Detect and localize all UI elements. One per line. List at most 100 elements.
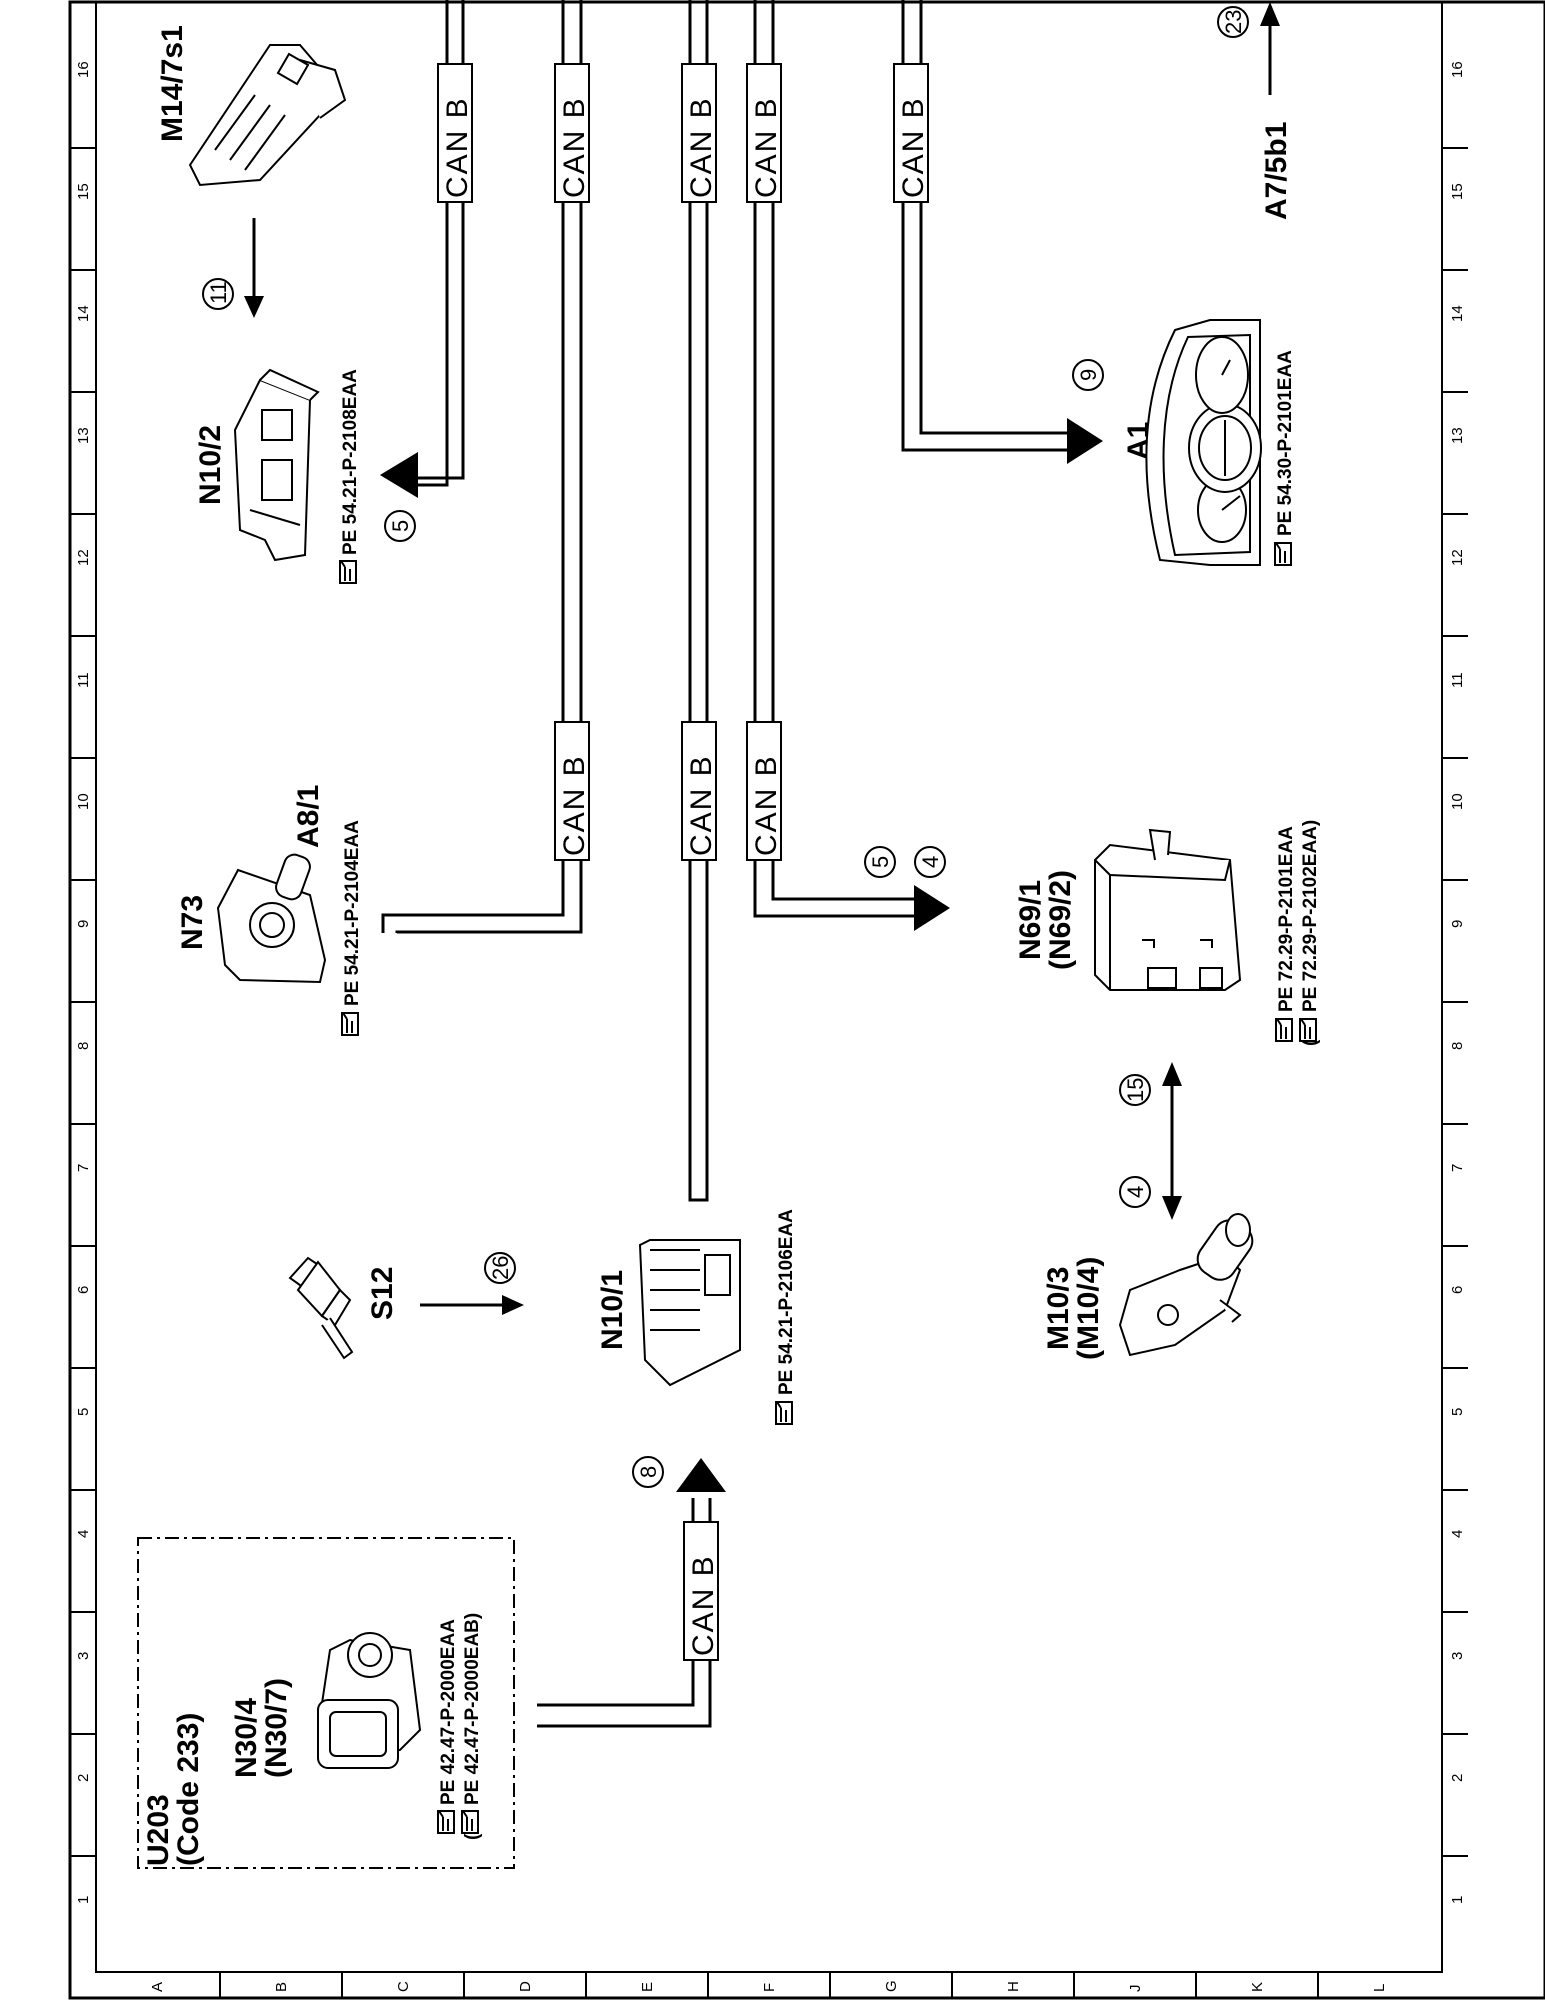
n10-1-label: N10/1	[596, 1270, 629, 1350]
svg-text:PE 42.47-P-2000EAA: PE 42.47-P-2000EAA	[438, 1619, 459, 1805]
svg-text:2: 2	[1449, 1774, 1466, 1782]
svg-text:23: 23	[1221, 10, 1246, 34]
svg-text:PE 54.30-P-2101EAA: PE 54.30-P-2101EAA	[1275, 350, 1296, 536]
svg-text:16: 16	[1449, 61, 1466, 78]
arrow-to-n10-1	[676, 1458, 726, 1492]
arrow-to-a1	[1067, 418, 1103, 464]
can-b-label: CAN B	[554, 721, 591, 861]
can-b-label: CAN B	[893, 63, 930, 203]
svg-text:2: 2	[75, 1774, 92, 1782]
svg-text:8: 8	[75, 1042, 92, 1050]
m14-7s1-label: M14/7s1	[156, 25, 189, 142]
svg-text:5: 5	[75, 1408, 92, 1416]
n30-4-label: N30/4	[230, 1698, 263, 1778]
svg-text:4: 4	[918, 856, 943, 868]
grid-ticks	[70, 147, 1468, 1998]
a7-5b1-component: A7/5b1 23	[1217, 2, 1293, 220]
n30-7-label: (N30/7)	[260, 1678, 293, 1778]
svg-text:K: K	[1249, 1982, 1266, 1992]
svg-text:L: L	[1371, 1984, 1388, 1992]
abs-unit-icon	[316, 1632, 422, 1769]
svg-text:C: C	[395, 1981, 412, 1992]
svg-text:CAN B: CAN B	[687, 1554, 720, 1656]
m14-7s1-component: M14/7s1	[156, 25, 347, 187]
arrow-to-n69-1	[914, 885, 950, 931]
can-b-label: CAN B	[746, 721, 783, 861]
svg-text:10: 10	[75, 793, 92, 810]
arrow-to-n10-2	[380, 452, 418, 498]
can-b-label: CAN B	[681, 721, 718, 861]
svg-text:9: 9	[1076, 369, 1101, 381]
control-module-icon	[638, 1239, 741, 1387]
instrument-cluster-icon	[1145, 319, 1262, 566]
ignition-switch-icon	[216, 853, 327, 984]
svg-text:PE 54.21-P-2106EAA: PE 54.21-P-2106EAA	[776, 1209, 797, 1395]
svg-text:H: H	[1005, 1981, 1022, 1992]
a1-component: A1 9 PE 54.30-P-2101EAA	[1072, 319, 1296, 566]
grid-column-labels-right: 1 2 3 4 5 6 7 8 9 10 11 12 13 14 15 16	[1449, 61, 1466, 1904]
can-b-label: CAN B	[681, 63, 718, 203]
svg-text:CAN B: CAN B	[685, 96, 718, 198]
svg-text:15: 15	[75, 183, 92, 200]
svg-text:F: F	[761, 1983, 778, 1992]
frame	[68, 0, 1545, 2000]
can-b-label: CAN B	[437, 63, 474, 203]
svg-text:CAN B: CAN B	[558, 96, 591, 198]
svg-text:PE 72.29-P-2101EAA: PE 72.29-P-2101EAA	[1276, 826, 1297, 1012]
n73-label: N73	[176, 895, 209, 950]
a7-5b1-label: A7/5b1	[1260, 122, 1293, 220]
svg-text:4: 4	[1123, 1186, 1148, 1198]
svg-text:14: 14	[1449, 305, 1466, 322]
svg-text:4: 4	[1449, 1530, 1466, 1538]
can-b-label: CAN B	[683, 1521, 720, 1661]
svg-text:8: 8	[636, 1466, 661, 1478]
n73-component: N73 A8/1 PE 54.21-P-2104EAA	[176, 785, 363, 1036]
svg-text:CAN B: CAN B	[441, 96, 474, 198]
door-lock-switch-icon	[188, 44, 347, 187]
svg-text:1: 1	[1449, 1896, 1466, 1904]
n10-2-component: N10/2 PE 54.21-P-2108EAA 5	[194, 368, 416, 584]
svg-text:11: 11	[206, 281, 231, 304]
signal-8-marker: 8	[632, 1456, 664, 1488]
svg-text:3: 3	[75, 1652, 92, 1660]
can-b-label: CAN B	[746, 63, 783, 203]
svg-text:PE 54.21-P-2108EAA: PE 54.21-P-2108EAA	[340, 369, 361, 555]
door-motor-icon	[1118, 1213, 1254, 1357]
svg-text:6: 6	[75, 1286, 92, 1294]
svg-text:PE 72.29-P-2102EAA): PE 72.29-P-2102EAA)	[1300, 820, 1321, 1012]
svg-text:J: J	[1127, 1985, 1144, 1993]
svg-text:CAN B: CAN B	[685, 754, 718, 856]
u203-group: U203 (Code 233) N30/4 (N30/7) PE 42.47-P…	[137, 1537, 515, 1869]
n10-2-label: N10/2	[194, 425, 227, 505]
svg-text:14: 14	[75, 305, 92, 322]
svg-text:(: (	[1300, 1039, 1321, 1046]
svg-text:8: 8	[1449, 1042, 1466, 1050]
s12-component: S12 26	[288, 1252, 524, 1360]
svg-text:12: 12	[75, 549, 92, 566]
code-233-label: (Code 233)	[172, 1713, 205, 1866]
a8-1-label: A8/1	[292, 785, 325, 848]
svg-text:9: 9	[75, 920, 92, 928]
svg-text:PE 42.47-P-2000EAB): PE 42.47-P-2000EAB)	[462, 1613, 483, 1805]
svg-text:10: 10	[1449, 793, 1466, 810]
svg-text:15: 15	[1123, 1078, 1148, 1102]
svg-text:16: 16	[75, 61, 92, 78]
svg-text:5: 5	[388, 520, 413, 532]
m10-3-component: M10/3 (M10/4)	[1042, 1213, 1254, 1360]
wire-arrowheads	[380, 418, 1103, 1492]
svg-text:13: 13	[75, 427, 92, 444]
signal-11-arrow: 11	[202, 218, 264, 318]
svg-text:CAN B: CAN B	[750, 754, 783, 856]
signal-5-4-markers: 5 4	[864, 846, 946, 878]
door-control-module-icon	[1094, 828, 1242, 991]
svg-text:26: 26	[488, 1256, 513, 1280]
can-bus-wires	[381, 0, 1070, 1728]
svg-text:5: 5	[1449, 1408, 1466, 1416]
svg-text:1: 1	[75, 1896, 92, 1904]
s12-label: S12	[366, 1267, 399, 1320]
n69-1-component: N69/1 (N69/2) PE 72.29-P-2101EAA ( PE 72…	[1014, 820, 1321, 1046]
svg-text:E: E	[639, 1982, 656, 1992]
svg-text:CAN B: CAN B	[558, 754, 591, 856]
u203-label: U203	[142, 1794, 175, 1866]
